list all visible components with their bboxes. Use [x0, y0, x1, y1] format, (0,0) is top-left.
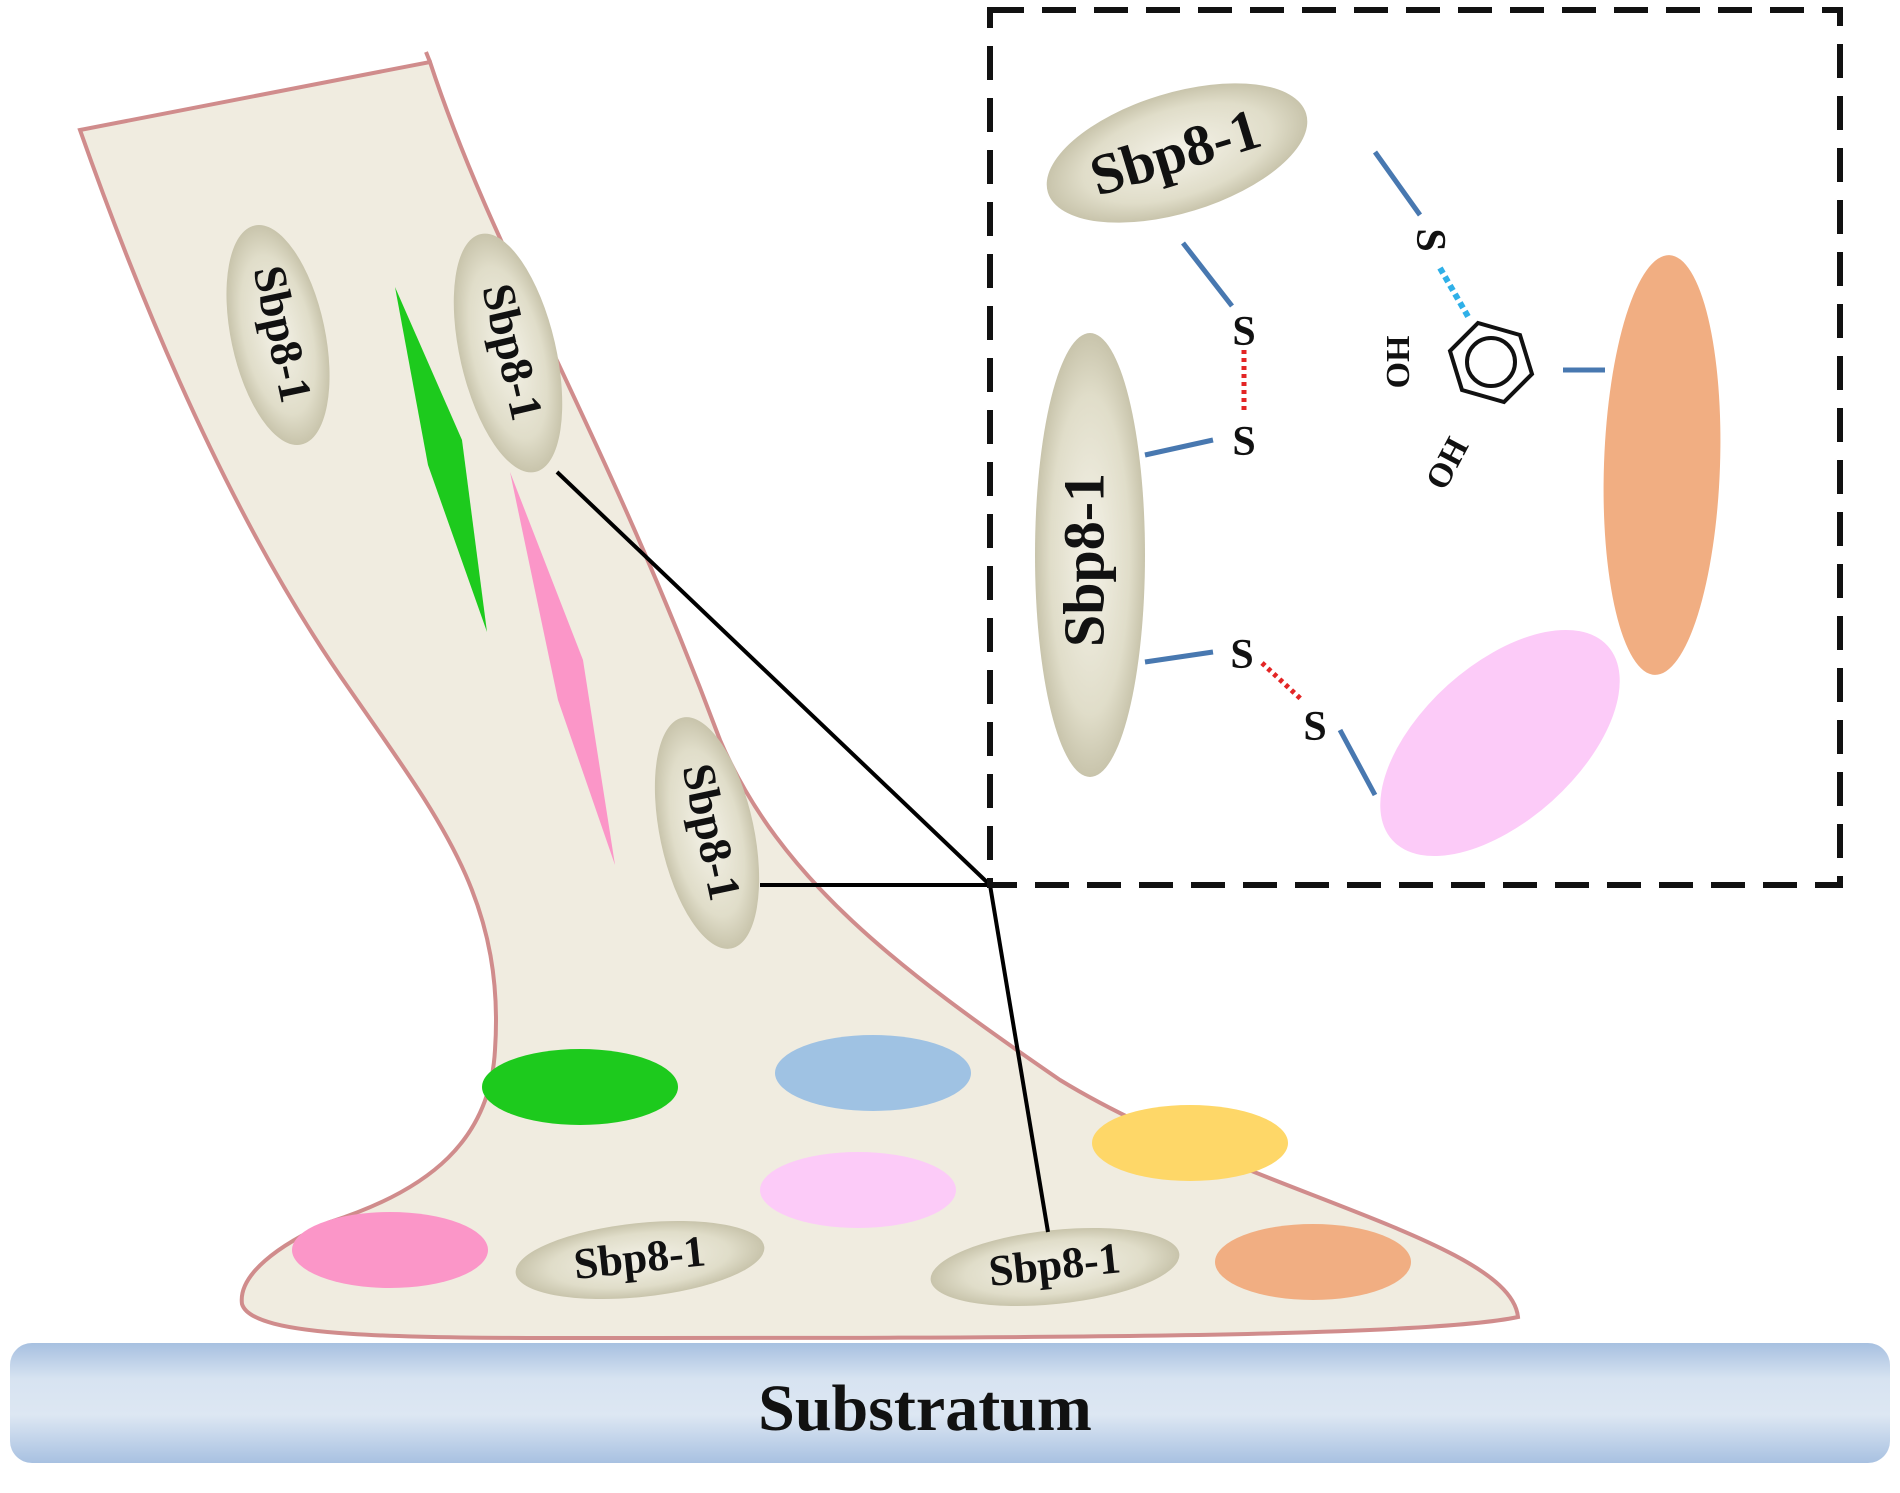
zoom-protein-top: Sbp8-1 [1046, 83, 1308, 223]
sulfur-label-3: S [1230, 632, 1253, 678]
hydroxyl-label-2: OH [1419, 432, 1477, 496]
light-pink-ellipse [760, 1152, 956, 1228]
sulfur-label-2: S [1232, 419, 1255, 465]
pink-ellipse [292, 1212, 488, 1288]
zoom-content: Sbp8-1 Sbp8-1 S S S S [1035, 83, 1721, 857]
orange-ellipse [1215, 1224, 1411, 1300]
green-spindle [395, 287, 487, 632]
sulfur-label-1: S [1232, 309, 1255, 355]
sulfur-label-4: S [1303, 704, 1326, 750]
cell-body [77, 59, 1521, 1340]
hydroxyl-label-1: HO [1379, 336, 1416, 389]
protein-stalk-1: Sbp8-1 [226, 225, 330, 445]
callout-lines [555, 470, 1050, 1233]
zoom-light-pink-ellipse [1380, 629, 1620, 857]
sulfur-label-5: S [1407, 228, 1453, 251]
zoom-protein-left-label: Sbp8-1 [1051, 473, 1116, 647]
cell-membrane-tip [424, 51, 432, 63]
pink-spindle [510, 472, 615, 865]
zoom-protein-left: Sbp8-1 [1035, 333, 1145, 777]
disulfide-bonds [1241, 350, 1304, 702]
protein-stalk-2: Sbp8-1 [453, 233, 563, 473]
substratum: Substratum [10, 1343, 1890, 1463]
yellow-ellipse [1092, 1105, 1288, 1181]
green-ellipse [482, 1049, 678, 1125]
substratum-label: Substratum [758, 1372, 1092, 1445]
zoom-box [987, 7, 1843, 888]
catechol-ring [1447, 320, 1535, 405]
blue-ellipse [775, 1035, 971, 1111]
protein-base-1: Sbp8-1 [515, 1220, 765, 1300]
protein-base-2: Sbp8-1 [930, 1227, 1180, 1307]
protein-stalk-3: Sbp8-1 [654, 717, 760, 949]
zoom-orange-ellipse [1603, 255, 1721, 675]
bond-lines [1144, 150, 1605, 797]
catechol-bond [1437, 266, 1473, 322]
